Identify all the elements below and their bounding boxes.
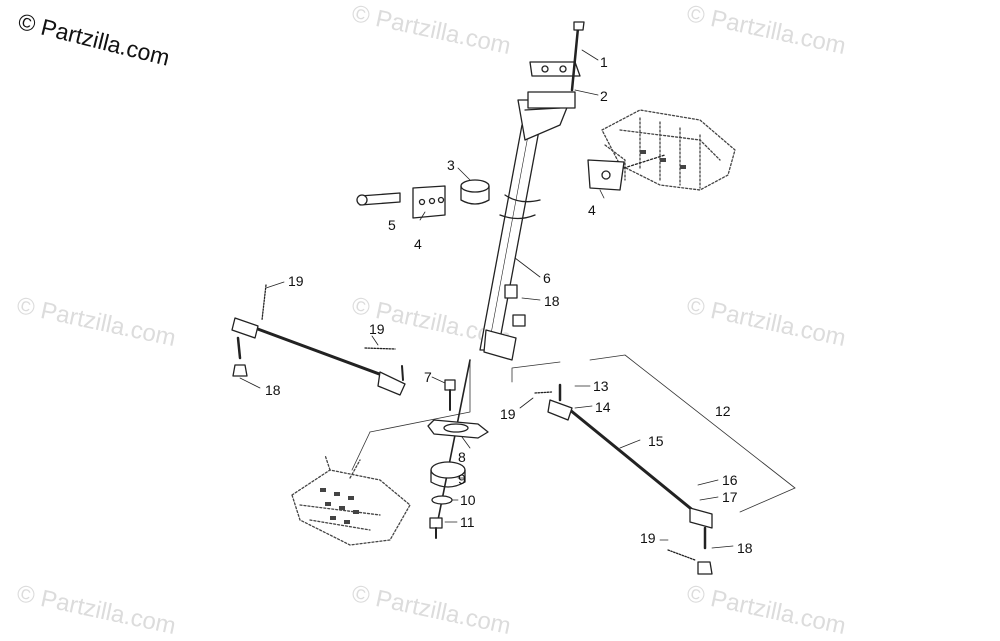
callout-10: 10	[460, 492, 476, 508]
callout-13: 13	[593, 378, 609, 394]
callout-11: 11	[460, 514, 475, 530]
flange-bearing	[427, 419, 489, 439]
callout-6: 6	[543, 270, 551, 286]
side-clamp	[356, 185, 446, 219]
callout-8: 8	[458, 449, 466, 465]
bushing	[460, 179, 490, 205]
callout-9: 9	[458, 471, 466, 487]
callout-17: 17	[722, 489, 738, 505]
callout-12: 12	[715, 403, 731, 419]
callout-19b: 19	[369, 321, 385, 337]
callout-19d: 19	[640, 530, 656, 546]
callout-3: 3	[447, 157, 455, 173]
callout-15: 15	[648, 433, 664, 449]
frame-bracket-drawing	[601, 109, 736, 191]
callout-14: 14	[595, 399, 611, 415]
callout-1: 1	[600, 54, 608, 70]
callout-7: 7	[424, 369, 432, 385]
callout-4b: 4	[414, 236, 422, 252]
callout-18c: 18	[737, 540, 753, 556]
right-clamp	[587, 154, 666, 191]
callout-4: 4	[588, 202, 596, 218]
callout-18a: 18	[544, 293, 560, 309]
callout-19a: 19	[288, 273, 304, 289]
upper-clamp	[527, 61, 581, 109]
lower-bearing	[430, 461, 466, 488]
parts-diagram: 1 2 3 4 5 4 6 18 19 19 18 7 8 9 10 11 13…	[231, 21, 796, 575]
callout-labels: 1 2 3 4 5 4 6 18 19 19 18 7 8 9 10 11 13…	[265, 54, 753, 556]
callout-2: 2	[600, 88, 608, 104]
right-tie-rod	[534, 383, 713, 575]
callout-16: 16	[722, 472, 738, 488]
callout-18b: 18	[265, 382, 281, 398]
callout-5: 5	[388, 217, 396, 233]
left-tie-rod	[231, 284, 406, 396]
callout-19c: 19	[500, 406, 516, 422]
diagram-canvas: © Partzilla.com © Partzilla.com © Partzi…	[14, 0, 848, 640]
